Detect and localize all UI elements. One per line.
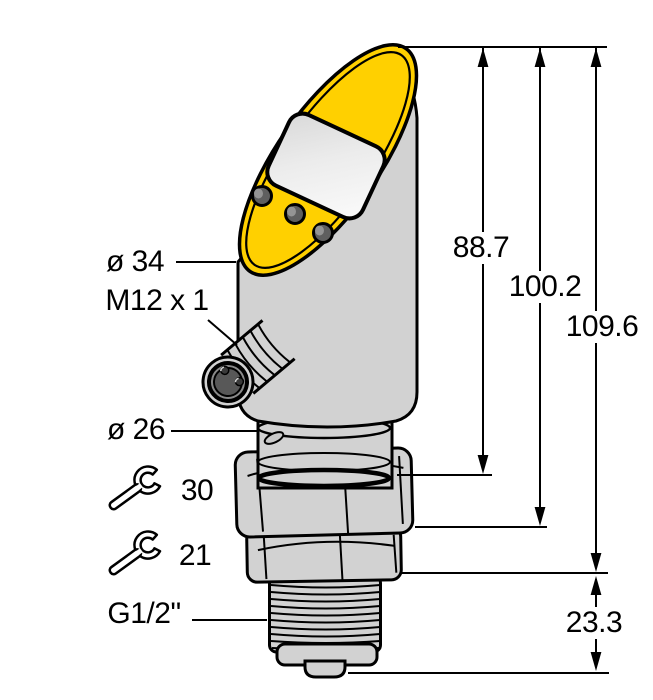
dimension-arrows (477, 48, 602, 671)
display-buttons (251, 185, 334, 244)
label-connector-thread: M12 x 1 (105, 284, 209, 317)
label-neck-diameter: ø 26 (106, 413, 166, 446)
wrench-icon (108, 465, 162, 511)
process-thread-g12 (268, 574, 382, 654)
label-wrench-size-30: 30 (180, 474, 214, 507)
label-process-thread: G1/2" (107, 597, 181, 630)
o-ring-groove (256, 467, 392, 489)
lcd-display (265, 111, 387, 221)
wrench-icon (108, 530, 162, 576)
dim-label-88-7: 88.7 (446, 232, 516, 264)
leader-m12 (207, 319, 238, 346)
vent-hole (263, 431, 285, 445)
dim-label-100-2: 100.2 (502, 271, 588, 303)
display-head (237, 43, 419, 277)
label-wrench-size-21: 21 (178, 539, 212, 572)
hex-nut-sw21 (245, 525, 403, 584)
tip-nub (303, 659, 347, 679)
label-head-diameter: ø 34 (105, 245, 165, 278)
sensor-tip (275, 642, 379, 679)
dim-label-109-6: 109.6 (559, 311, 645, 343)
dim-label-23-3: 23.3 (559, 607, 629, 639)
m12-connector (201, 319, 296, 409)
connector-pins (219, 365, 245, 387)
